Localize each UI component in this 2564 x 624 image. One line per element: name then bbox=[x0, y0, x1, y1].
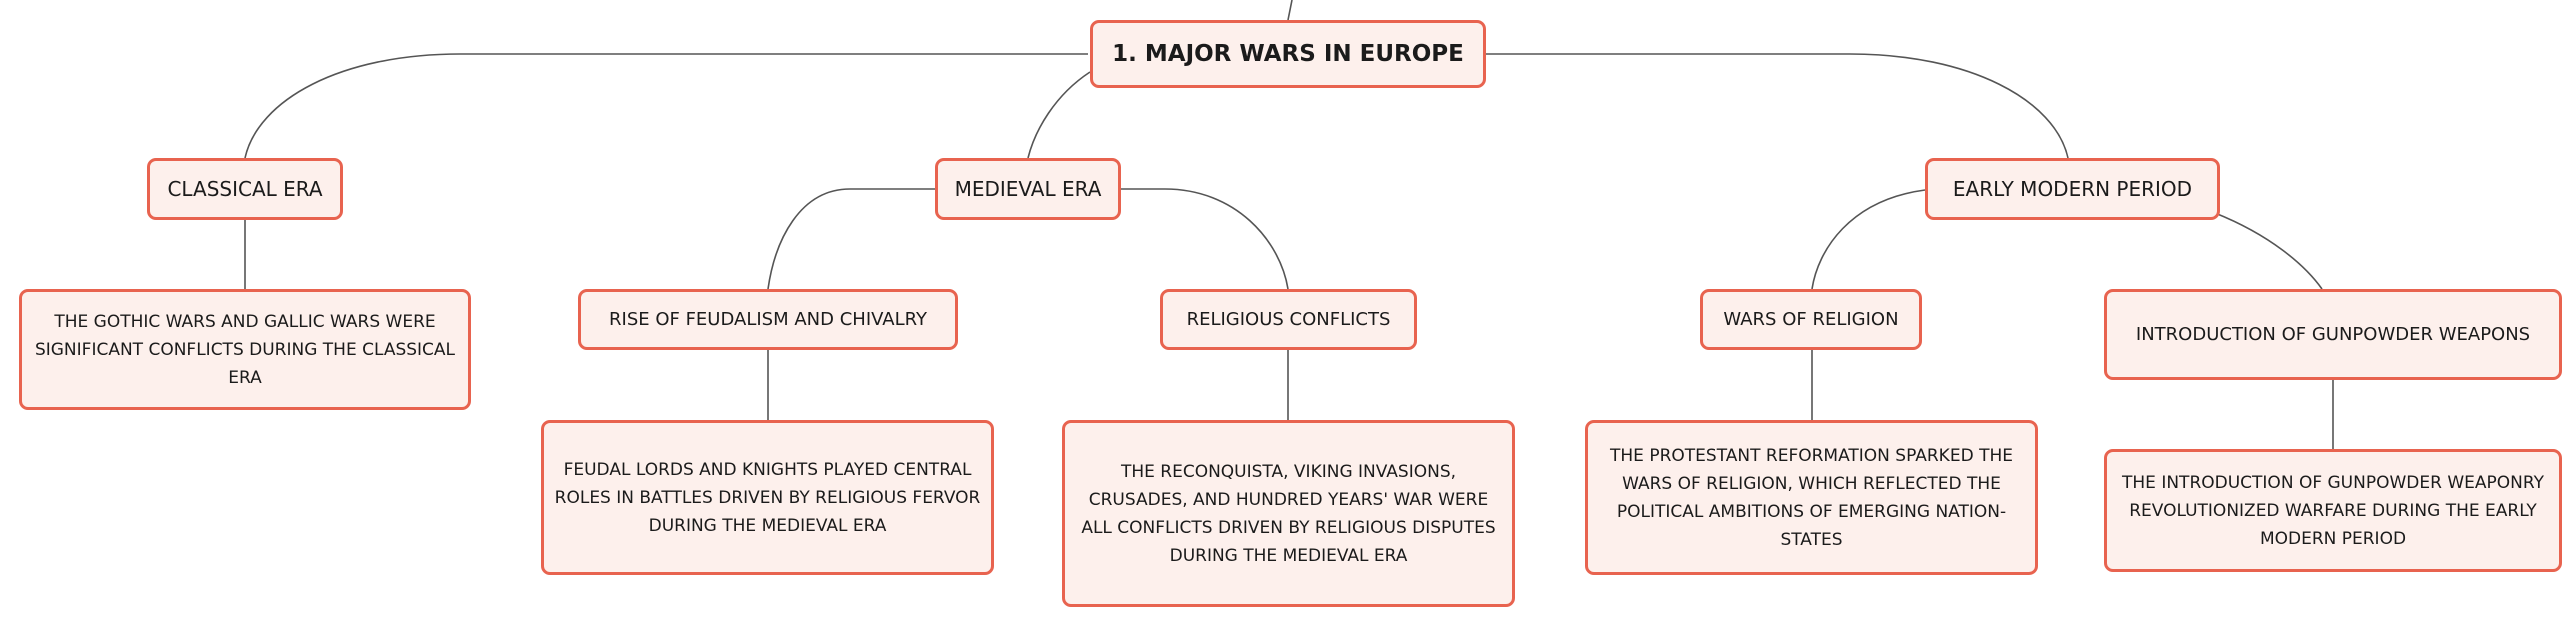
feudalism-detail-node[interactable]: FEUDAL LORDS AND KNIGHTS PLAYED CENTRAL … bbox=[541, 420, 994, 575]
connector-medieval-feudalism bbox=[767, 188, 935, 290]
feudalism-node[interactable]: RISE OF FEUDALISM AND CHIVALRY bbox=[578, 289, 958, 350]
root-node[interactable]: 1. MAJOR WARS IN EUROPE bbox=[1090, 20, 1486, 88]
medieval-era-label: MEDIEVAL ERA bbox=[954, 177, 1102, 201]
religious-conflicts-node[interactable]: RELIGIOUS CONFLICTS bbox=[1160, 289, 1417, 350]
religious-conflicts-detail: THE RECONQUISTA, VIKING INVASIONS, CRUSA… bbox=[1081, 461, 1496, 566]
wars-of-religion-detail: THE PROTESTANT REFORMATION SPARKED THE W… bbox=[1610, 445, 2013, 550]
feudalism-label: RISE OF FEUDALISM AND CHIVALRY bbox=[609, 309, 927, 330]
classical-era-detail-node[interactable]: THE GOTHIC WARS AND GALLIC WARS WERE SIG… bbox=[19, 289, 471, 410]
connector-root-parent bbox=[1287, 0, 1293, 21]
classical-era-detail: THE GOTHIC WARS AND GALLIC WARS WERE SIG… bbox=[34, 311, 456, 388]
wars-of-religion-node[interactable]: WARS OF RELIGION bbox=[1700, 289, 1922, 350]
medieval-era-node[interactable]: MEDIEVAL ERA bbox=[935, 158, 1121, 220]
religious-conflicts-detail-node[interactable]: THE RECONQUISTA, VIKING INVASIONS, CRUSA… bbox=[1062, 420, 1515, 607]
religious-conflicts-label: RELIGIOUS CONFLICTS bbox=[1186, 309, 1391, 330]
gunpowder-weapons-detail-node[interactable]: THE INTRODUCTION OF GUNPOWDER WEAPONRY R… bbox=[2104, 449, 2562, 572]
feudalism-detail: FEUDAL LORDS AND KNIGHTS PLAYED CENTRAL … bbox=[554, 459, 981, 536]
connector-root-classical bbox=[244, 53, 1088, 159]
connector-root-early-modern bbox=[1486, 53, 2069, 159]
gunpowder-weapons-node[interactable]: INTRODUCTION OF GUNPOWDER WEAPONS bbox=[2104, 289, 2562, 380]
early-modern-period-label: EARLY MODERN PERIOD bbox=[1952, 177, 2193, 201]
connector-root-medieval bbox=[1027, 71, 1091, 159]
connector-early-gunpowder bbox=[2214, 212, 2323, 290]
wars-of-religion-label: WARS OF RELIGION bbox=[1723, 309, 1899, 330]
gunpowder-weapons-label: INTRODUCTION OF GUNPOWDER WEAPONS bbox=[2135, 324, 2531, 345]
gunpowder-weapons-detail: THE INTRODUCTION OF GUNPOWDER WEAPONRY R… bbox=[2122, 472, 2544, 549]
early-modern-period-node[interactable]: EARLY MODERN PERIOD bbox=[1925, 158, 2220, 220]
classical-era-node[interactable]: CLASSICAL ERA bbox=[147, 158, 343, 220]
connector-medieval-religious bbox=[1121, 188, 1289, 290]
wars-of-religion-detail-node[interactable]: THE PROTESTANT REFORMATION SPARKED THE W… bbox=[1585, 420, 2038, 575]
root-label: 1. MAJOR WARS IN EUROPE bbox=[1112, 41, 1464, 67]
connector-early-wars-religion bbox=[1811, 189, 1926, 290]
classical-era-label: CLASSICAL ERA bbox=[167, 177, 323, 201]
